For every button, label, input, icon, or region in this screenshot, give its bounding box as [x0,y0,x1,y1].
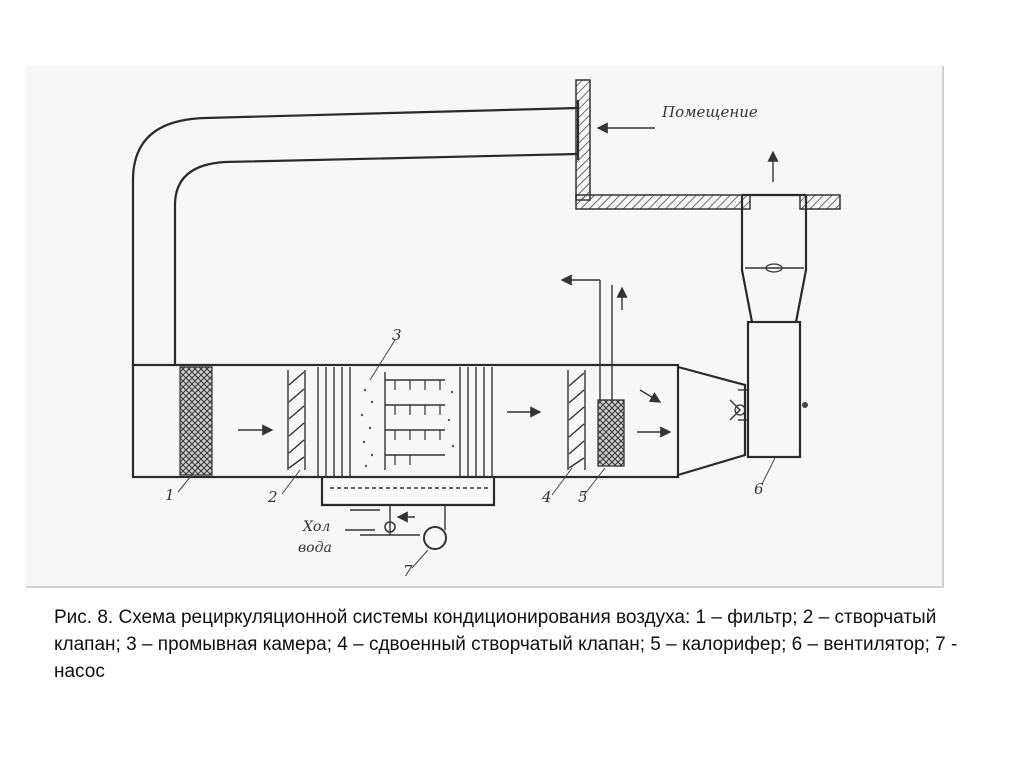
label-6: 6 [754,480,764,498]
pump-circuit [345,505,447,550]
flow-arrow-4 [639,389,662,403]
label-1: 1 [165,486,175,504]
leader-lines [177,339,776,569]
label-7: 7 [403,562,413,580]
label-5: 5 [578,488,588,506]
label-4: 4 [541,488,552,506]
washing-chamber [317,367,496,507]
cold-water-label-1: Хол [302,519,330,535]
air-handling-unit [131,363,680,479]
double-louver-valve [567,370,586,470]
cold-water-label-2: вода [298,540,332,556]
room-wall [575,79,841,210]
louver-valve [287,370,306,470]
filter [179,366,213,476]
air-conditioning-diagram: Помещение 1 2 3 4 5 6 7 Хол вода [131,79,841,580]
room-label: Помещение [661,103,758,121]
heater [560,274,628,467]
supply-duct [740,193,808,323]
label-3: 3 [392,326,402,344]
fan [729,320,808,459]
figure-caption: Рис. 8. Схема рециркуляционной системы к… [54,607,958,682]
transition-cone [677,365,747,477]
recirculation-duct [131,100,580,365]
figure-frame [26,66,944,588]
label-2: 2 [267,488,278,506]
